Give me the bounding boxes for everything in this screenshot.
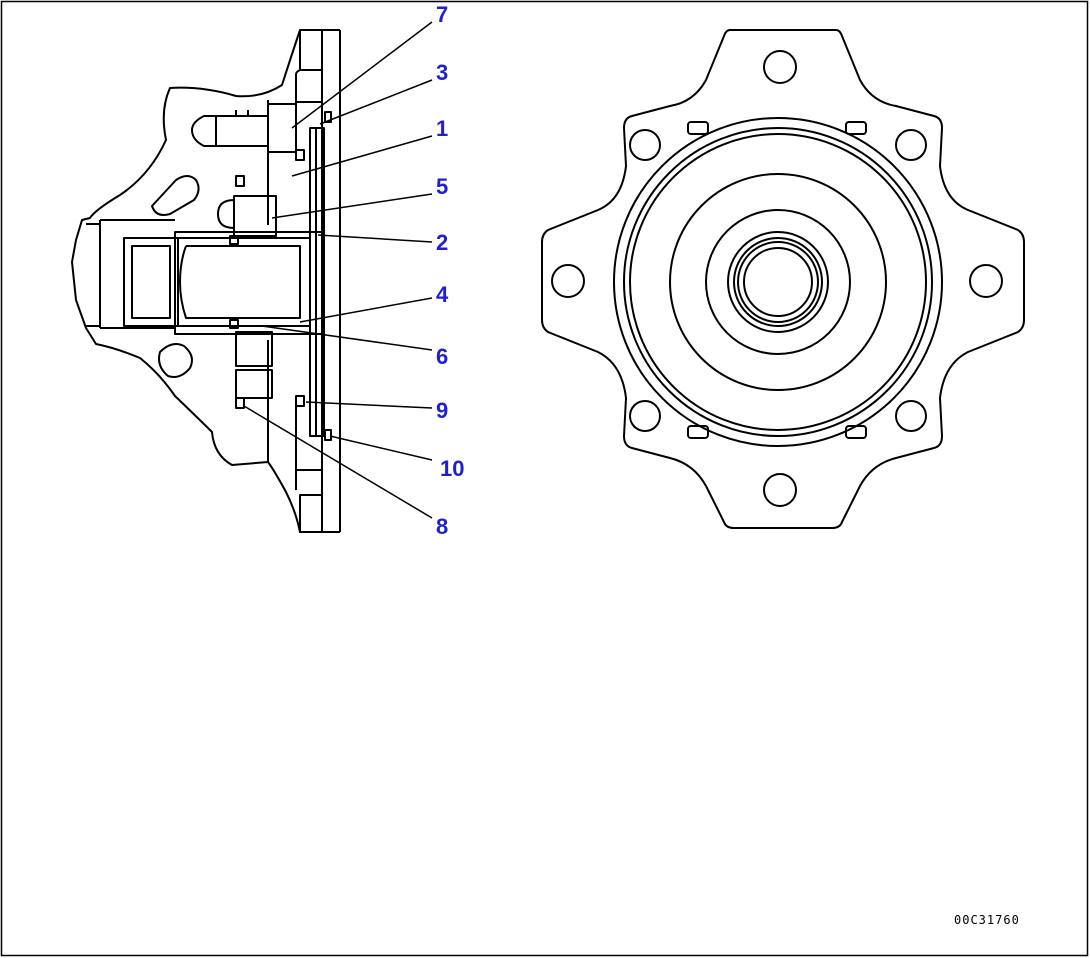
- housing-ring-3: [629, 133, 927, 431]
- section-view: [71, 29, 341, 533]
- o-ring-8: [235, 397, 245, 409]
- shaft-ring-2: [733, 237, 823, 327]
- callout-4: 4: [436, 282, 449, 307]
- o-ring-bottom: [324, 429, 332, 441]
- callout-1: 1: [436, 116, 448, 141]
- shaft-bore: [99, 219, 175, 329]
- leader-1: [291, 135, 433, 177]
- bolt-hole-bottom: [763, 473, 797, 507]
- leader-9: [305, 401, 433, 409]
- bolt-shank: [191, 115, 268, 147]
- housing-ring-outer: [613, 117, 943, 447]
- bolt-hole-top-left: [629, 129, 661, 161]
- flange-outline: [541, 29, 1025, 529]
- tab-top-left: [687, 121, 709, 135]
- leader-10: [329, 435, 433, 461]
- tab-top-right: [845, 121, 867, 135]
- housing-inner-face: [267, 100, 297, 470]
- callout-6: 6: [436, 344, 448, 369]
- bolt-hole-bottom-right: [895, 400, 927, 432]
- callout-2: 2: [436, 230, 448, 255]
- drawing-code: 00C31760: [954, 913, 1020, 927]
- bolt-hole-top-right: [895, 129, 927, 161]
- bolt-hole-left: [551, 264, 585, 298]
- o-ring-9: [295, 395, 305, 407]
- leader-3: [319, 79, 433, 125]
- lower-gear: [235, 331, 273, 367]
- housing-break-outline: [71, 29, 340, 533]
- coupling: [123, 237, 179, 327]
- top-ear: [295, 30, 322, 103]
- leader-lines: [243, 21, 433, 519]
- bottom-ear: [295, 469, 322, 532]
- leader-8: [243, 405, 433, 519]
- callout-3: 3: [436, 60, 448, 85]
- upper-gear: [233, 195, 277, 237]
- callout-10: 10: [440, 456, 464, 481]
- callout-9: 9: [436, 398, 448, 423]
- shaft-end: [743, 247, 813, 317]
- leader-5: [271, 193, 433, 219]
- cored-hole: [151, 175, 200, 216]
- housing-ring-4: [669, 173, 887, 391]
- front-view: [541, 29, 1025, 529]
- bolt-hole-bottom-left: [629, 400, 661, 432]
- shaft-ring-outer: [727, 231, 829, 333]
- bolt-head: [267, 103, 297, 153]
- callout-7: 7: [436, 2, 448, 27]
- callout-labels: 7 3 1 5 2 4 6 9 10 8: [436, 2, 464, 539]
- callout-5: 5: [436, 174, 448, 199]
- leader-2: [317, 234, 433, 243]
- bolt-hole-right: [969, 264, 1003, 298]
- bolt-hole-top: [763, 50, 797, 84]
- callout-8: 8: [436, 514, 448, 539]
- leader-6: [261, 325, 433, 351]
- leader-7: [291, 21, 433, 129]
- o-ring-top: [324, 111, 332, 123]
- leader-4: [299, 297, 433, 323]
- housing-ring-5: [705, 209, 851, 355]
- shaft-ring-3: [737, 241, 819, 323]
- housing-ring-2: [623, 127, 933, 437]
- lower-cored-hole: [158, 343, 193, 378]
- tab-bottom-right: [845, 425, 867, 439]
